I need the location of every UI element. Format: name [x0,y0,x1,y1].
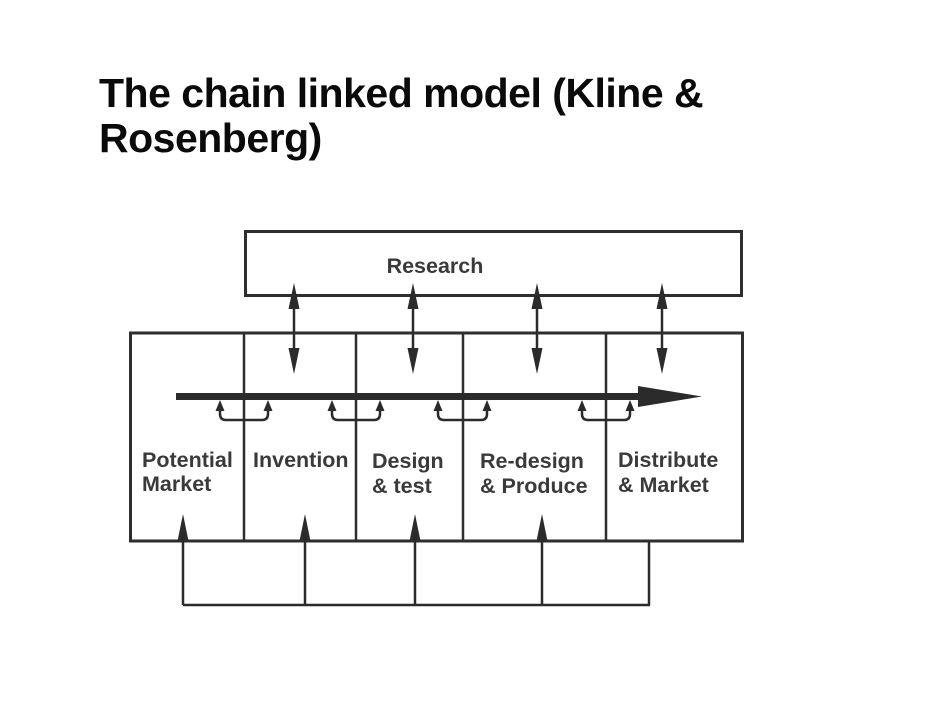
feedback-up-arrow-icon [409,514,421,605]
feedback-loop-icon [327,400,385,422]
stage-label-design-test: Design & test [372,449,444,498]
chain-outer-box [129,331,744,543]
central-flow-arrow-icon [176,386,702,407]
svg-text:& Market: & Market [618,473,709,497]
research-link-arrow-icon [288,283,300,374]
research-link-arrows [288,283,668,374]
feedback-loop-icon [433,400,492,422]
svg-text:Design: Design [372,449,444,473]
research-link-arrow-icon [407,283,419,374]
stage-dividers [242,333,608,541]
svg-text:& test: & test [372,474,432,498]
feedback-up-arrow-icon [177,514,189,605]
svg-text:Invention: Invention [253,448,349,472]
slide-title: The chain linked model (Kline & Rosenber… [99,70,704,161]
feedback-loop-icon [215,400,273,422]
research-link-arrow-icon [531,283,543,374]
svg-text:& Produce: & Produce [480,474,588,498]
research-box [244,230,743,297]
feedback-up-arrow-icon [299,514,311,605]
research-box-label: Research [387,254,484,278]
short-feedback-loops [215,400,635,422]
market-feedback-path [177,514,651,607]
stage-label-potential-market: Potential Market [142,448,233,496]
svg-text:Potential: Potential [142,448,233,472]
stage-label-distribute-market: Distribute & Market [618,448,718,497]
stage-labels: Potential Market Invention Design & test… [142,448,718,498]
svg-text:Re-design: Re-design [480,449,584,473]
research-link-arrow-icon [656,283,668,374]
stage-label-invention: Invention [253,448,349,472]
stage-label-redesign-produce: Re-design & Produce [480,449,588,498]
svg-text:Distribute: Distribute [618,448,718,472]
svg-text:Market: Market [142,472,211,496]
feedback-up-arrow-icon [536,514,548,605]
feedback-loop-icon [577,400,635,422]
